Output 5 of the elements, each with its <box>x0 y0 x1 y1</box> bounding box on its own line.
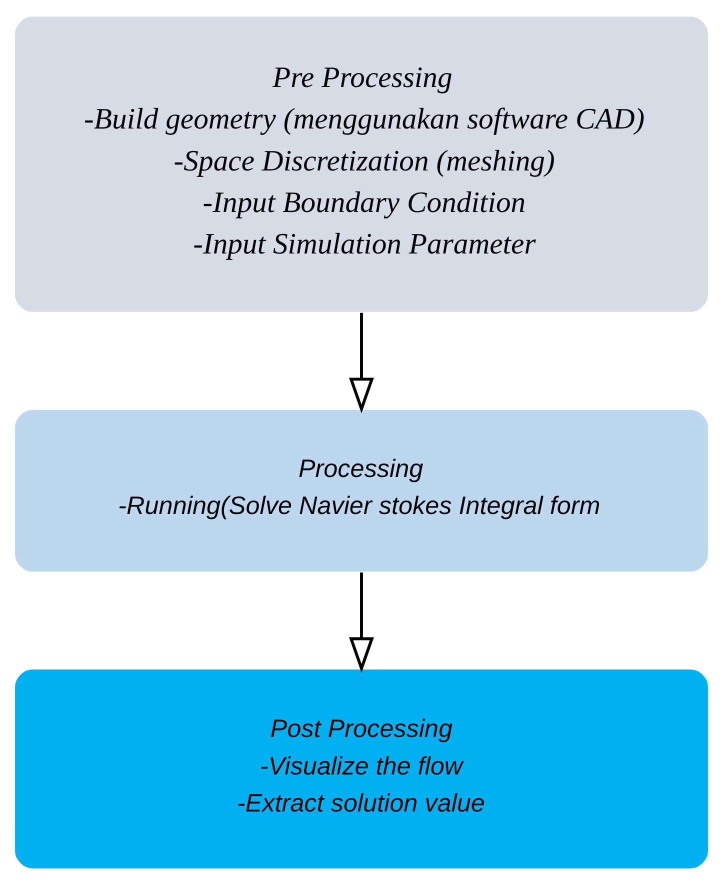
arrow <box>349 312 374 414</box>
node-box: Processing -Running(Solve Navier stokes Integral form <box>14 408 710 574</box>
node-box: Pre Processing -Build geometry (menggunakan software CAD) -Space Discretization (meshing) -Input Boundary Condition -Input Simulation Parameter <box>14 15 710 314</box>
arrow <box>349 572 374 673</box>
node-box: Post Processing -Visualize the flow -Extract solution value <box>14 668 710 870</box>
